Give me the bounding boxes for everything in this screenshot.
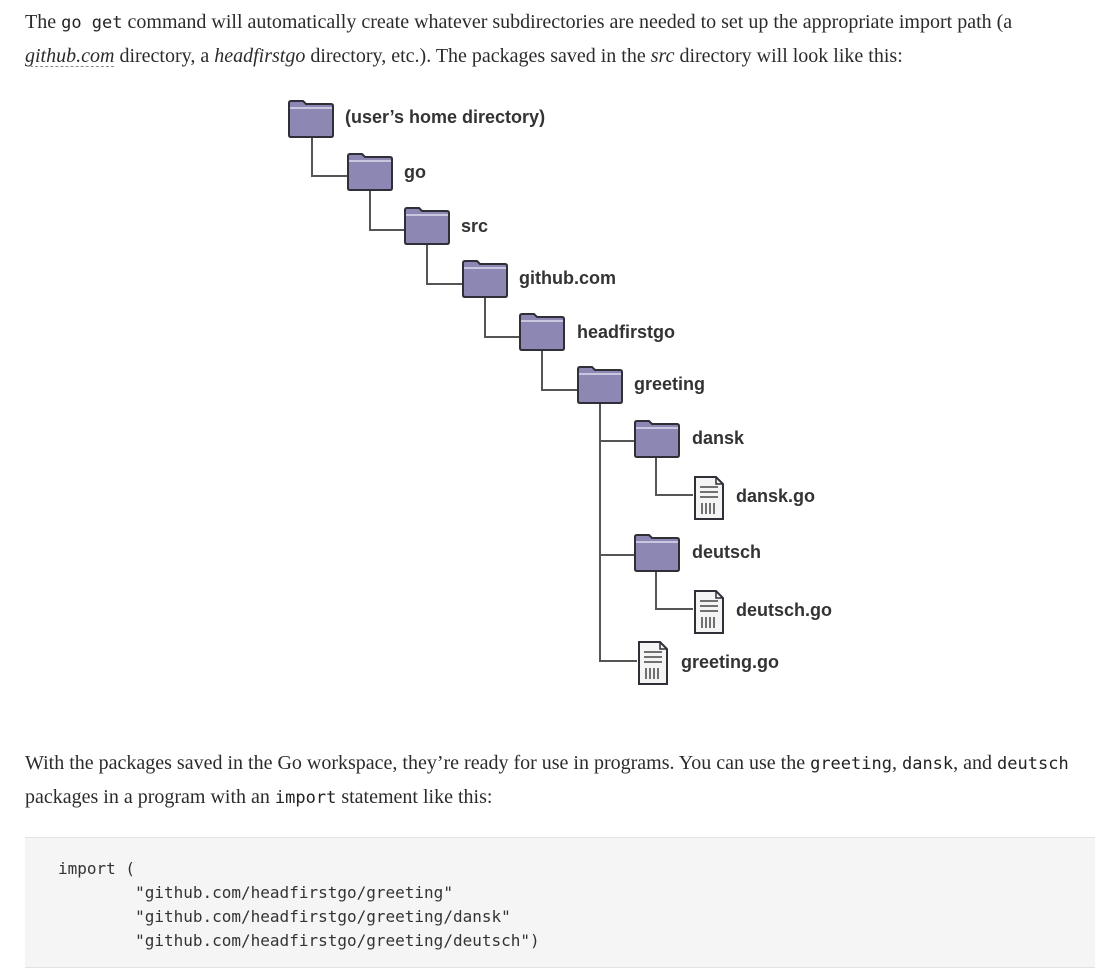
tree-label-greeting-go: greeting.go: [681, 652, 779, 672]
tree-connector: [426, 244, 462, 285]
tree-connector: [655, 457, 693, 496]
folder-icon: [404, 207, 450, 245]
intro-text: directory will look like this:: [674, 45, 903, 67]
code-block: import ( "github.com/headfirstgo/greetin…: [25, 837, 1095, 968]
tree-connector: [599, 402, 637, 662]
folder-icon: [288, 100, 334, 138]
intro-text: directory, a: [114, 45, 215, 67]
tree-connector: [541, 350, 577, 391]
folder-icon: [577, 366, 623, 404]
outro-text: , and: [953, 752, 998, 774]
outro-text: packages in a program with an: [25, 786, 275, 808]
intro-text: command will automatically create whatev…: [122, 11, 1013, 33]
tree-connector: [484, 297, 520, 338]
tree-label-src: src: [461, 216, 489, 236]
tree-label-home: (user’s home directory): [345, 107, 546, 127]
inline-code-dansk: dansk: [901, 754, 954, 774]
inline-code-deutsch: deutsch: [997, 754, 1069, 774]
folder-icon: [462, 260, 508, 298]
outro-text: ,: [891, 752, 902, 774]
outro-text: With the packages saved in the Go worksp…: [25, 752, 811, 774]
file-icon: [694, 476, 724, 520]
outro-text: statement like this:: [336, 786, 493, 808]
tree-label-dansk-go: dansk.go: [736, 486, 816, 506]
folder-icon: [634, 534, 680, 572]
github-link[interactable]: github.com: [25, 45, 115, 67]
folder-icon: [519, 313, 565, 351]
tree-label-deutsch: deutsch: [692, 542, 762, 562]
tree-connector: [369, 190, 405, 231]
directory-tree-lines: [311, 136, 693, 662]
tree-label-greeting: greeting: [634, 374, 706, 394]
emphasis-headfirstgo: headfirstgo: [214, 45, 306, 67]
file-icon: [694, 590, 724, 634]
intro-paragraph: The go get command will automatically cr…: [25, 6, 1095, 73]
intro-text: The: [25, 11, 62, 33]
inline-code-greeting: greeting: [810, 754, 892, 774]
folder-icon: [347, 153, 393, 191]
tree-label-go: go: [404, 162, 426, 182]
tree-connector: [311, 136, 348, 177]
emphasis-src: src: [650, 45, 675, 67]
intro-text: directory, etc.). The packages saved in …: [305, 45, 651, 67]
inline-code-go-get: go get: [61, 13, 123, 33]
tree-label-headfirstgo: headfirstgo: [577, 322, 676, 342]
tree-label-github: github.com: [519, 268, 616, 288]
file-icon: [638, 641, 668, 685]
code-listing: import ( "github.com/headfirstgo/greetin…: [58, 859, 540, 950]
inline-code-import: import: [274, 788, 337, 808]
tree-connector: [655, 571, 693, 610]
folder-icon: [634, 420, 680, 458]
outro-paragraph: With the packages saved in the Go worksp…: [25, 747, 1100, 815]
tree-label-deutsch-go: deutsch.go: [736, 600, 833, 620]
tree-label-dansk: dansk: [692, 428, 745, 448]
